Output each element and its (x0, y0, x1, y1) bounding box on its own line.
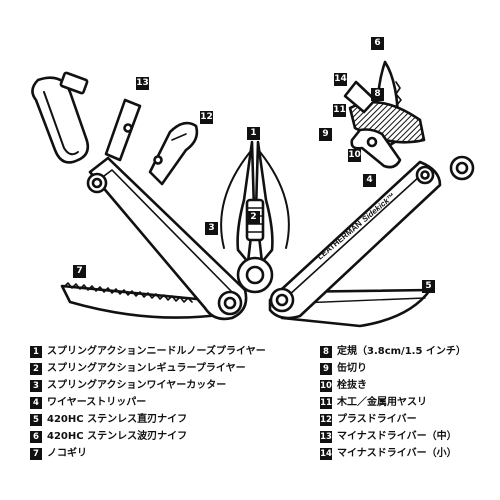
callout-1: 1 (247, 127, 260, 140)
callout-2: 2 (247, 211, 260, 224)
callout-10: 10 (348, 149, 361, 162)
bottle-can-opener (350, 128, 402, 169)
left-handle (88, 156, 248, 321)
callout-8: 8 (371, 88, 384, 101)
saw-teeth (63, 282, 193, 303)
callout-5: 5 (422, 280, 435, 293)
pliers-spring-right (259, 151, 290, 249)
left-handle-inner (103, 169, 233, 293)
right-handle-inner (287, 175, 421, 297)
callout-14: 14 (334, 73, 347, 86)
callout-13: 13 (136, 77, 149, 90)
callout-4: 4 (363, 174, 376, 187)
callout-12: 12 (200, 111, 213, 124)
callout-3: 3 (205, 222, 218, 235)
carabiner-head (59, 71, 89, 95)
pliers-spring-left (220, 151, 251, 249)
knife-bevel (299, 297, 426, 304)
phillips-screwdriver (148, 121, 199, 186)
flathead-screwdriver-medium (104, 98, 142, 162)
callout-6: 6 (371, 37, 384, 50)
callout-11: 11 (333, 104, 346, 117)
callout-9: 9 (319, 128, 332, 141)
callout-7: 7 (73, 265, 86, 278)
right-handle (268, 160, 442, 320)
brand-tm: ™ (385, 191, 397, 203)
